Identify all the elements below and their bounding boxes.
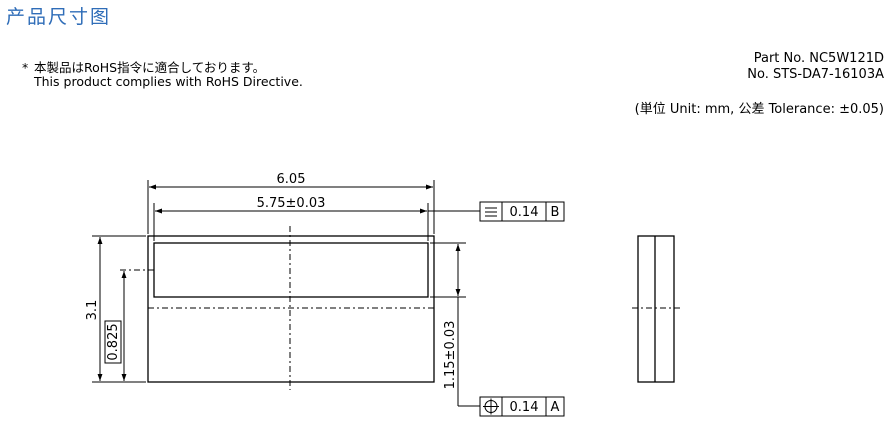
- offset-height-dimension: [104, 271, 127, 381]
- overall-height-dimension: [92, 235, 146, 383]
- window-width-label: 5.75±0.03: [257, 196, 326, 211]
- window-outline: [153, 242, 429, 298]
- page-title: 产品尺寸图: [6, 6, 112, 28]
- outer-body-outline: [147, 235, 435, 383]
- document-number: No. STS-DA7-16103A: [747, 67, 884, 82]
- parallelism-tolerance-frame: [479, 201, 565, 222]
- overall-width-label: 6.05: [277, 172, 306, 187]
- window-width-dimension: [153, 203, 480, 241]
- parallelism-value: 0.14: [510, 205, 539, 220]
- window-height-dimension: [430, 242, 480, 407]
- parallelism-datum: B: [551, 205, 560, 220]
- front-view: [120, 226, 435, 390]
- side-body-outline: [637, 235, 675, 383]
- overall-width-dimension: [147, 180, 435, 234]
- overall-height-label: 3.1: [85, 300, 100, 321]
- note-mark: *: [22, 60, 29, 75]
- rohs-note-japanese: 本製品はRoHS指令に適合しております。: [34, 60, 266, 75]
- window-height-label: 1.15±0.03: [443, 321, 458, 390]
- part-number: Part No. NC5W121D: [753, 51, 884, 66]
- position-value: 0.14: [510, 400, 539, 415]
- units-tolerance-note: (単位 Unit: mm, 公差 Tolerance: ±0.05): [634, 102, 884, 117]
- offset-height-label: 0.825: [106, 323, 121, 360]
- rohs-note-english: This product complies with RoHS Directiv…: [34, 74, 303, 89]
- part-info: Part No. NC5W121D No. STS-DA7-16103A: [747, 51, 884, 83]
- position-tolerance-frame: [479, 396, 565, 417]
- position-datum: A: [551, 400, 560, 415]
- side-view: [632, 235, 680, 383]
